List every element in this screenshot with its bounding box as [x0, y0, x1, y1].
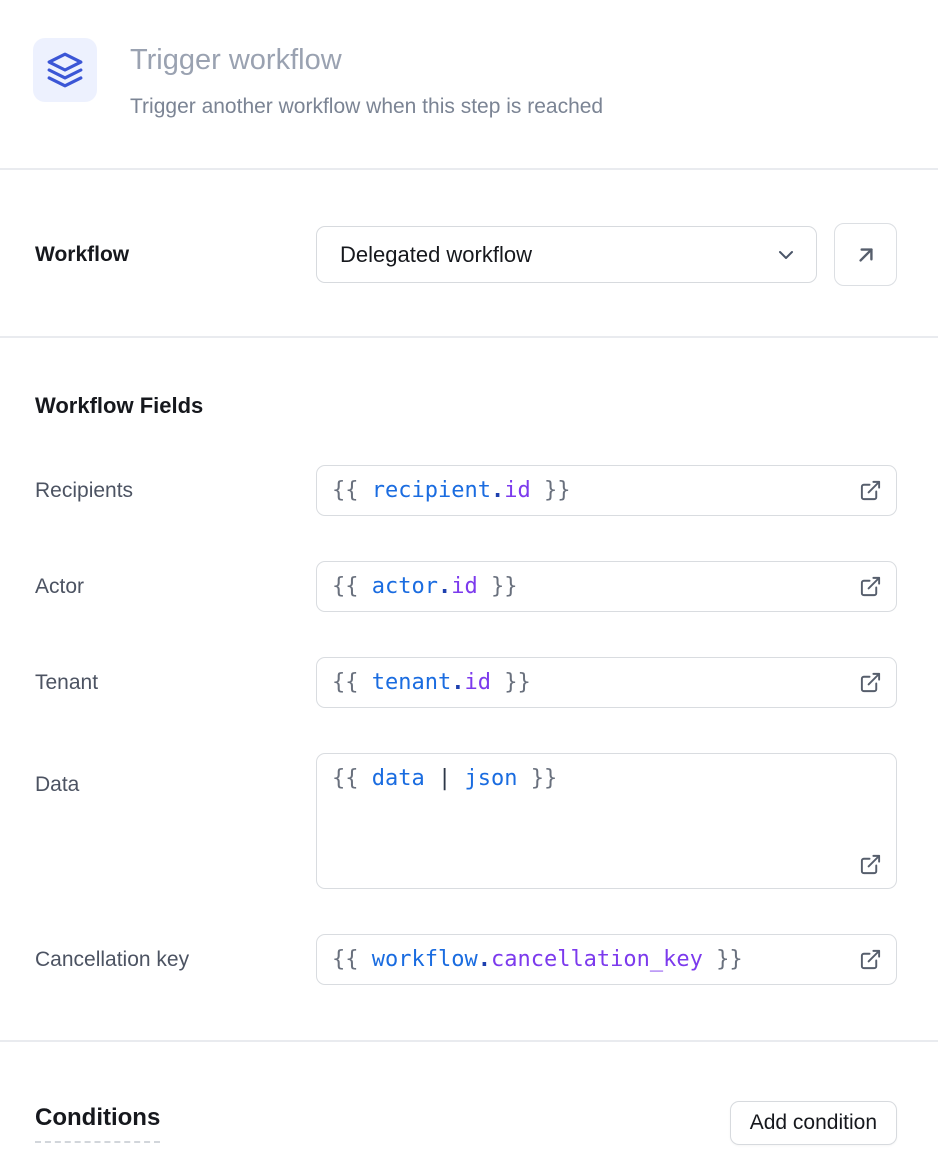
- arrow-up-right-icon: [853, 242, 879, 268]
- code-token-dot: .: [451, 670, 465, 695]
- code-token-dot: .: [477, 947, 491, 972]
- external-link-icon[interactable]: [859, 575, 882, 598]
- code-token-dot: .: [437, 574, 452, 599]
- code-token-prop: id: [504, 478, 531, 503]
- workflow-field-row: Tenant {{ tenant.id }}: [35, 657, 897, 708]
- step-header-text: Trigger workflow Trigger another workflo…: [130, 38, 897, 119]
- field-template-code: {{ actor.id }}: [332, 573, 517, 600]
- field-template-code: {{ tenant.id }}: [332, 669, 531, 696]
- field-template-input[interactable]: {{ workflow.cancellation_key }}: [316, 934, 897, 985]
- code-token-brace: {{: [332, 574, 372, 599]
- workflow-field-row: Cancellation key {{ workflow.cancellatio…: [35, 934, 897, 985]
- code-token-brace: }}: [477, 574, 518, 599]
- code-token-prop: id: [451, 574, 478, 599]
- layers-icon: [46, 51, 84, 89]
- workflow-label: Workflow: [35, 242, 130, 266]
- workflow-select-row: Workflow Delegated workflow: [0, 170, 938, 286]
- code-token-brace: }}: [702, 947, 743, 972]
- step-header: Trigger workflow Trigger another workflo…: [0, 0, 938, 119]
- code-token-plain: [425, 766, 438, 791]
- code-token-brace: {{: [332, 947, 372, 972]
- chevron-down-icon: [774, 243, 798, 267]
- code-token-brace: {{: [332, 478, 372, 503]
- workflow-field-row: Recipients {{ recipient.id }}: [35, 465, 897, 516]
- field-label: Tenant: [35, 670, 99, 694]
- workflow-field-row: Actor {{ actor.id }}: [35, 561, 897, 612]
- workflow-fields-section: Workflow Fields Recipients {{ recipient.…: [0, 393, 938, 985]
- conditions-heading: Conditions: [35, 1104, 161, 1143]
- code-token-brace: }}: [490, 670, 531, 695]
- external-link-icon[interactable]: [859, 671, 882, 694]
- code-token-plain: [451, 766, 464, 791]
- open-workflow-button[interactable]: [834, 223, 897, 286]
- field-template-input[interactable]: {{ recipient.id }}: [316, 465, 897, 516]
- workflow-field-row: Data {{ data | json }}: [35, 753, 897, 889]
- code-token-prop: cancellation_key: [490, 947, 703, 972]
- code-token-var: data: [371, 766, 425, 791]
- field-template-input[interactable]: {{ tenant.id }}: [316, 657, 897, 708]
- divider: [0, 336, 938, 338]
- step-subtitle: Trigger another workflow when this step …: [130, 95, 604, 118]
- external-link-icon[interactable]: [859, 853, 882, 876]
- code-token-var: actor: [371, 574, 438, 599]
- code-token-brace: {{: [332, 766, 372, 791]
- external-link-icon[interactable]: [859, 948, 882, 971]
- step-title-input[interactable]: Trigger workflow: [130, 44, 342, 76]
- workflow-select[interactable]: Delegated workflow: [316, 226, 817, 283]
- code-token-dot: .: [490, 478, 505, 503]
- field-template-code: {{ workflow.cancellation_key }}: [332, 946, 743, 973]
- field-label: Actor: [35, 574, 85, 598]
- external-link-icon[interactable]: [859, 479, 882, 502]
- code-token-var: workflow: [371, 947, 478, 972]
- divider: [0, 168, 938, 170]
- code-token-brace: }}: [530, 478, 571, 503]
- code-token-var: recipient: [371, 478, 491, 503]
- code-token-brace: }}: [517, 766, 558, 791]
- code-token-brace: {{: [332, 670, 372, 695]
- add-condition-button[interactable]: Add condition: [729, 1101, 897, 1145]
- code-token-prop: id: [464, 670, 491, 695]
- field-label: Recipients: [35, 478, 134, 502]
- divider: [0, 1040, 938, 1042]
- workflow-fields-list: Recipients {{ recipient.id }} Actor {{ a…: [35, 465, 897, 985]
- field-label: Data: [35, 773, 80, 796]
- code-token-var: tenant: [371, 670, 452, 695]
- field-template-input[interactable]: {{ data | json }}: [316, 753, 897, 889]
- code-token-pipe: |: [437, 766, 452, 791]
- conditions-section: Conditions Add condition: [0, 1042, 938, 1145]
- workflow-select-value: Delegated workflow: [340, 241, 532, 267]
- field-template-input[interactable]: {{ actor.id }}: [316, 561, 897, 612]
- field-template-code: {{ data | json }}: [332, 765, 557, 792]
- workflow-fields-heading: Workflow Fields: [35, 393, 204, 418]
- code-token-var: json: [464, 766, 518, 791]
- field-label: Cancellation key: [35, 947, 190, 971]
- step-icon-box: [33, 38, 97, 102]
- field-template-code: {{ recipient.id }}: [332, 477, 570, 504]
